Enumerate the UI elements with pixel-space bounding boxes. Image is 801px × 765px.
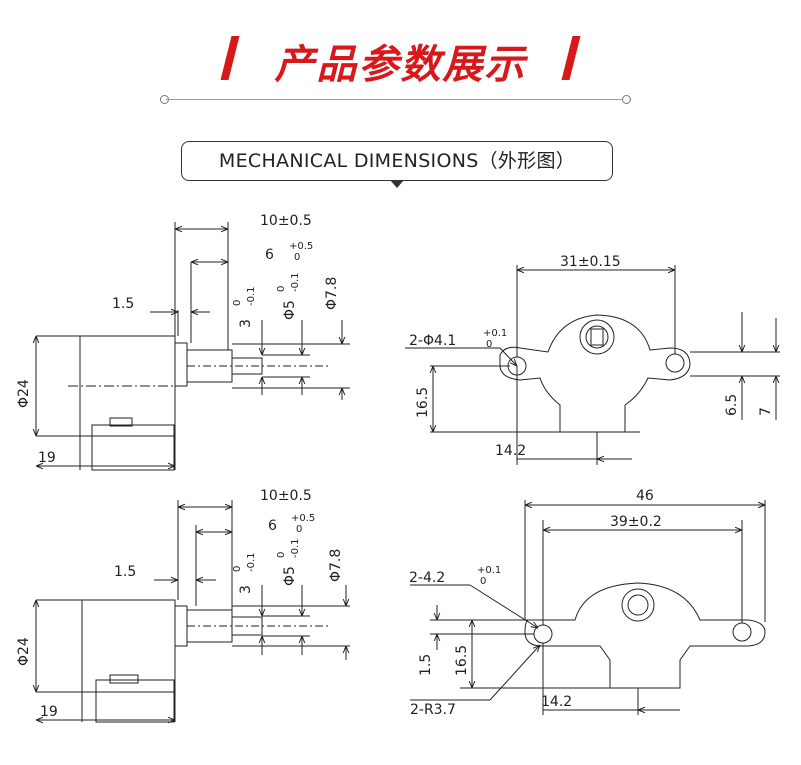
- body-dia-label: Φ24: [16, 637, 32, 666]
- shaft-flat-tol-upper: +0.5: [289, 241, 313, 252]
- shaft-boss: [579, 319, 615, 355]
- side-view-top-labels: 10±0.5 6 +0.5 0 1.5 3 0 -0.1 Φ5 0 -0.1 Φ…: [16, 213, 340, 466]
- front-view-top-labels: 31±0.15 2-Φ4.1 +0.1 0 16.5 14.2 6.5 7: [409, 254, 774, 459]
- step-label: 1.5: [112, 296, 134, 312]
- bracket-outline: [91, 424, 175, 471]
- motor-outline: [499, 314, 691, 433]
- drawing-stroke: [585, 325, 609, 349]
- section-pointer: [390, 180, 404, 188]
- front-view-bottom: [410, 500, 766, 715]
- overall-label: 46: [636, 488, 654, 504]
- boss-dia-label: Φ7.8: [324, 277, 340, 310]
- height-label: 16.5: [454, 645, 470, 676]
- step-label: 1.5: [114, 564, 136, 580]
- height-label: 16.5: [415, 387, 431, 418]
- offset-label: 14.2: [541, 694, 572, 710]
- length-label: 10±0.5: [260, 213, 312, 229]
- section-label: MECHANICAL DIMENSIONS（外形图）: [218, 150, 576, 172]
- radius-label: 2-R3.7: [410, 702, 456, 718]
- body-depth-label: 19: [38, 450, 56, 466]
- shaft-dia-tol-upper: 0: [276, 286, 287, 292]
- shaft-dia-tol-lower: -0.1: [290, 272, 301, 292]
- flat-dia-tol-upper: 0: [232, 566, 243, 572]
- page-title: 产品参数展示: [274, 42, 527, 88]
- holes-tol-upper: +0.1: [477, 565, 501, 576]
- centers-label: 39±0.2: [610, 514, 662, 530]
- drawing-stroke: [469, 584, 538, 628]
- shaft-flat-label: 6: [268, 518, 277, 534]
- header-divider: [166, 99, 626, 100]
- side-view-bottom-labels: 10±0.5 6 +0.5 0 1.5 3 0 -0.1 Φ5 0 -0.1 Φ…: [16, 488, 344, 720]
- dim-a-label: 6.5: [724, 394, 740, 416]
- side-view-bottom: [36, 500, 350, 722]
- divider-right-dot: [622, 95, 631, 104]
- dim-b-label: 7: [758, 407, 774, 416]
- side-view-top: [36, 222, 350, 471]
- boss-dia-label: Φ7.8: [328, 549, 344, 582]
- shaft-dia-tol-lower: -0.1: [290, 538, 301, 558]
- flat-dia-label: 3: [238, 585, 254, 594]
- shaft-dia-label: Φ5: [282, 300, 298, 320]
- flat-dia-tol-lower: -0.1: [246, 552, 257, 572]
- section-label-box: MECHANICAL DIMENSIONS（外形图）: [181, 141, 613, 181]
- front-view-top: [405, 265, 780, 465]
- mount-hole-right: [732, 622, 752, 642]
- front-view-bottom-labels: 46 39±0.2 2-4.2 +0.1 0 1.5 16.5 2-R3.7 1…: [409, 488, 662, 718]
- length-label: 10±0.5: [260, 488, 312, 504]
- drawing-stroke: [627, 594, 649, 616]
- drawing-stroke: [499, 347, 517, 366]
- holes-tol-lower: 0: [486, 339, 492, 350]
- connector-outline: [109, 417, 133, 427]
- drawing-stroke: [489, 645, 540, 701]
- shaft-flat-tol-lower: 0: [294, 252, 300, 263]
- body-dia-label: Φ24: [16, 379, 32, 408]
- shaft-flat-tol-lower: 0: [296, 524, 302, 535]
- holes-tol-lower: 0: [480, 576, 486, 587]
- drawing-stroke: [174, 342, 188, 387]
- offset-label: 14.2: [495, 443, 526, 459]
- dim-a-label: 1.5: [418, 654, 434, 676]
- mount-hole-right: [665, 353, 685, 373]
- drawing-stroke: [174, 605, 188, 647]
- shaft-dia-label: Φ5: [282, 566, 298, 586]
- flat-dia-tol-upper: 0: [232, 300, 243, 306]
- page-header: 产品参数展示: [0, 30, 801, 90]
- shaft-flat-label: 6: [265, 247, 274, 263]
- holes-label: 2-4.2: [409, 570, 445, 586]
- flat-dia-tol-lower: -0.1: [246, 286, 257, 306]
- shaft-boss: [621, 588, 655, 622]
- shaft-dia-tol-upper: 0: [276, 552, 287, 558]
- flat-dia-label: 3: [238, 319, 254, 328]
- holes-tol-upper: +0.1: [483, 328, 507, 339]
- motor-outline: [524, 582, 766, 689]
- shaft-flat-tol-upper: +0.5: [291, 513, 315, 524]
- connector-outline: [109, 674, 139, 684]
- body-depth-label: 19: [40, 704, 58, 720]
- centers-label: 31±0.15: [560, 254, 621, 270]
- motor-body-outline: [81, 599, 176, 693]
- drawing-stroke: [590, 328, 604, 346]
- bracket-outline: [95, 679, 175, 723]
- holes-label: 2-Φ4.1: [409, 333, 456, 349]
